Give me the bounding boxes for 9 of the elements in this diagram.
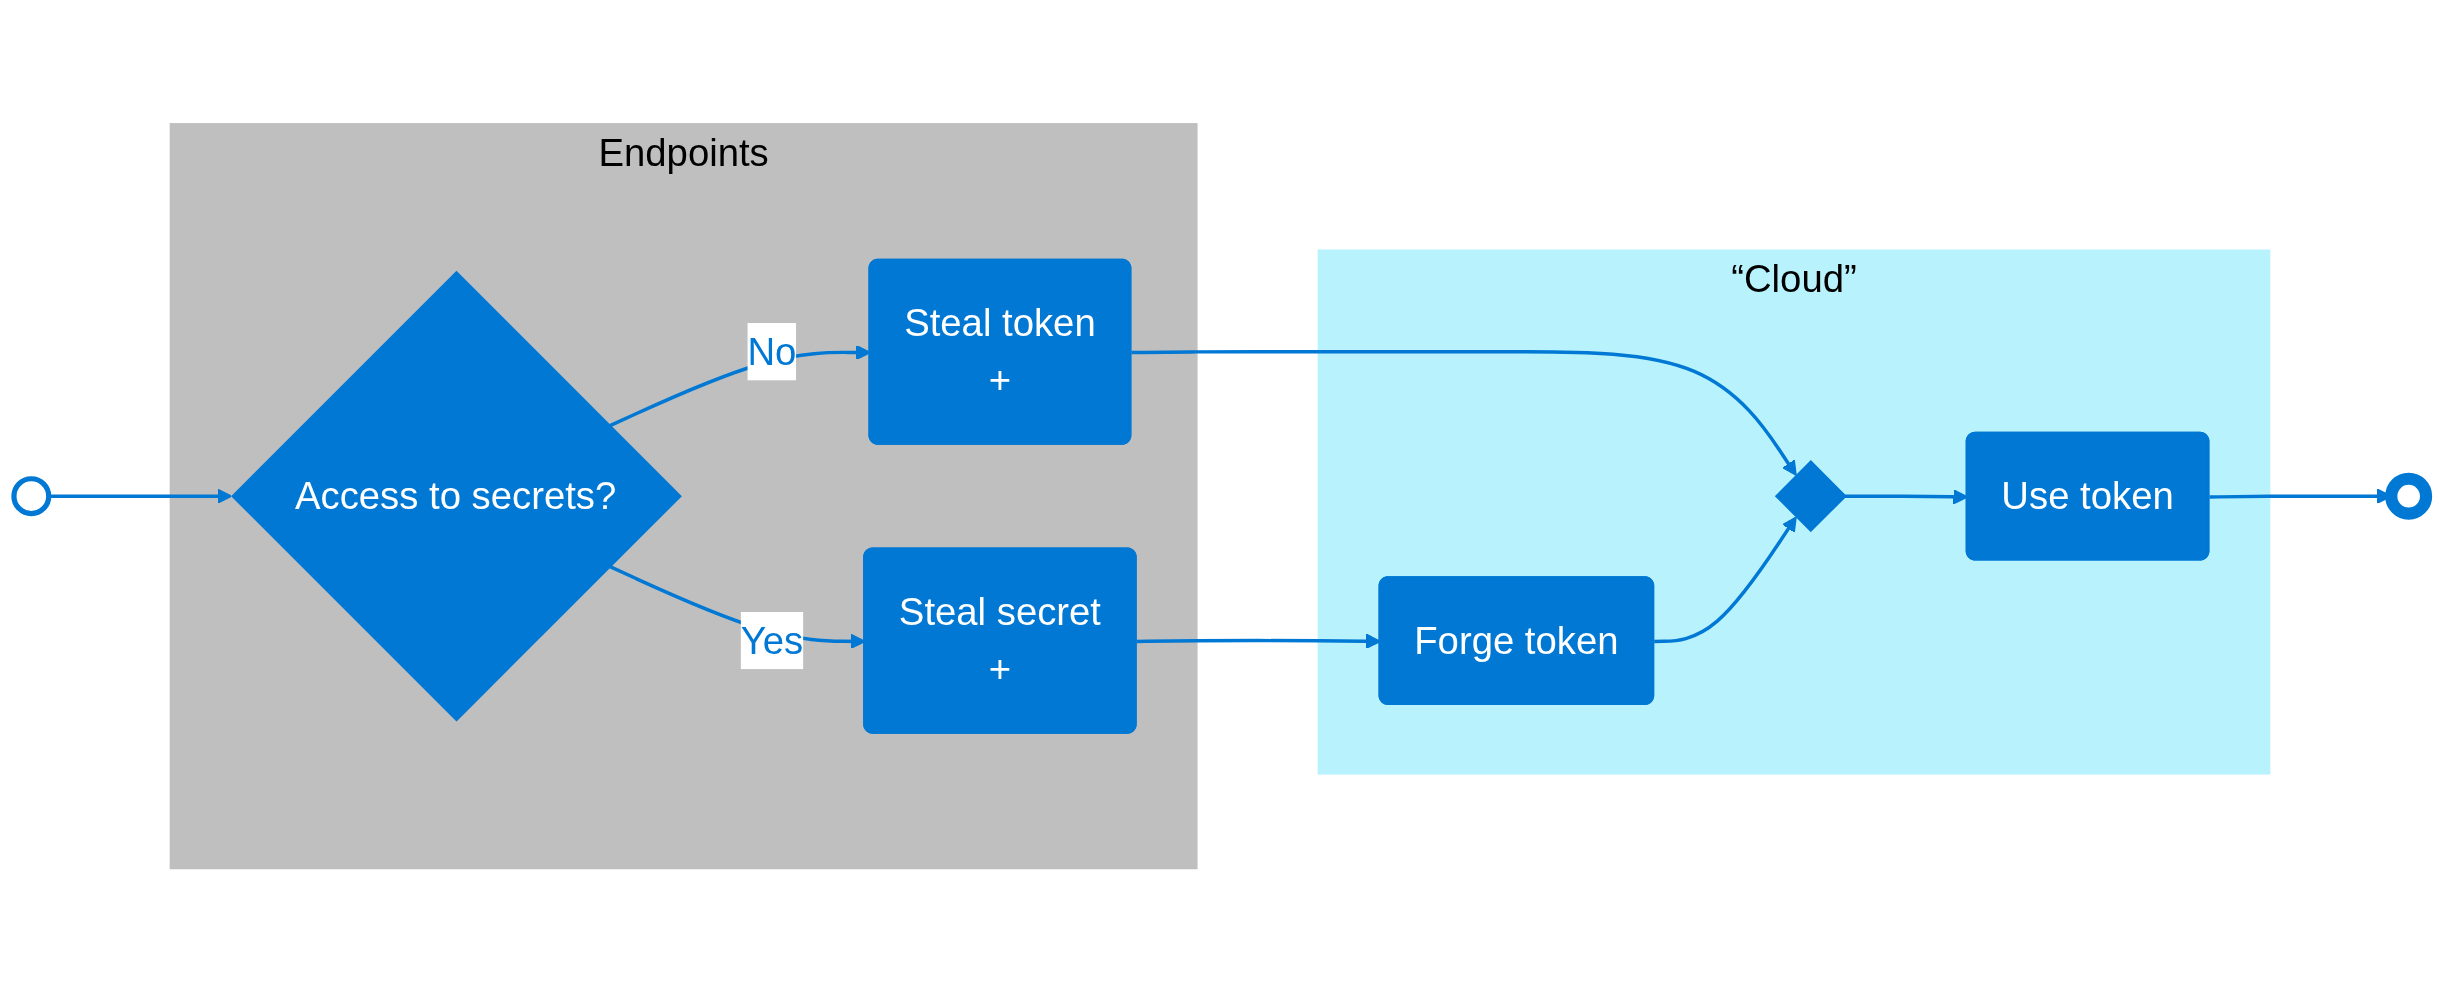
node-diamond: [1774, 459, 1847, 533]
arrow: [1654, 516, 1797, 644]
node-diamond: Access to secrets?: [231, 270, 682, 722]
node-circle: [11, 476, 52, 516]
node-circle: [2385, 472, 2433, 520]
edge-label: Yes: [740, 618, 804, 663]
edge-label: No: [747, 329, 797, 374]
arrow: [48, 488, 233, 504]
arrow: [1131, 349, 1797, 476]
